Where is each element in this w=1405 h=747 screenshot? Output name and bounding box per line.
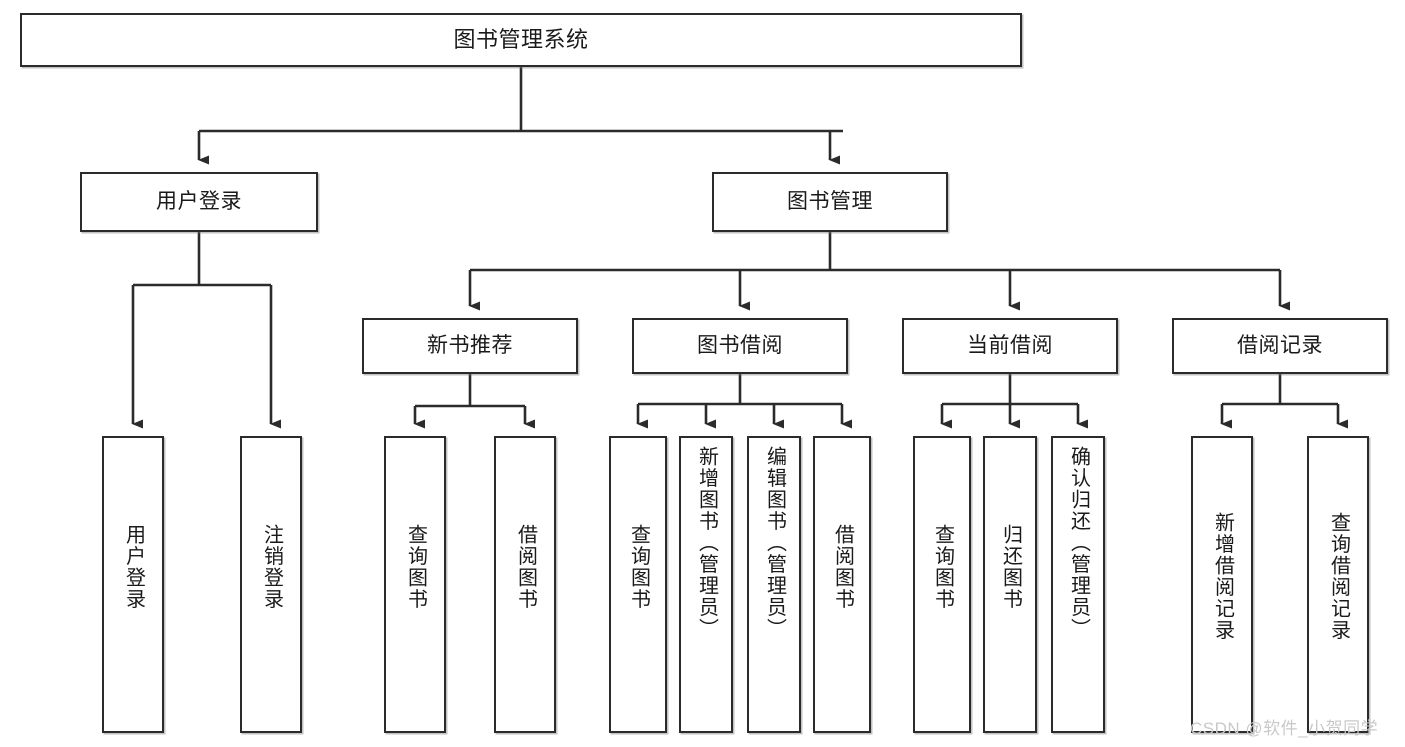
node-borrow-record[interactable]: 借阅记录: [1172, 318, 1388, 374]
leaf-borrow-edit-book-admin[interactable]: 编辑图书（管理员）: [747, 436, 801, 733]
node-new-book-recommend[interactable]: 新书推荐: [362, 318, 578, 374]
leaf-label: 查询图书: [931, 524, 954, 610]
node-label: 用户登录: [156, 190, 242, 214]
node-label: 图书借阅: [697, 334, 783, 358]
leaf-label: 查询图书: [404, 524, 427, 610]
leaf-recommend-borrow-book[interactable]: 借阅图书: [494, 436, 556, 733]
watermark: CSDN @软件_小贺同学: [1190, 719, 1379, 738]
leaf-label: 借阅图书: [831, 524, 854, 610]
leaf-label: 新增图书（管理员）: [695, 446, 718, 640]
leaf-borrow-add-book-admin[interactable]: 新增图书（管理员）: [679, 436, 733, 733]
node-user-login[interactable]: 用户登录: [80, 172, 318, 232]
leaf-label: 借阅图书: [514, 524, 537, 610]
leaf-label: 新增借阅记录: [1211, 512, 1234, 641]
leaf-record-add-record[interactable]: 新增借阅记录: [1191, 436, 1253, 733]
leaf-label: 确认归还（管理员）: [1067, 446, 1090, 640]
leaf-label: 编辑图书（管理员）: [763, 446, 786, 640]
leaf-record-query-record[interactable]: 查询借阅记录: [1307, 436, 1369, 733]
node-label: 图书管理: [787, 190, 873, 214]
leaf-borrow-query-book[interactable]: 查询图书: [609, 436, 667, 733]
leaf-current-return-book[interactable]: 归还图书: [983, 436, 1037, 733]
leaf-current-confirm-return-admin[interactable]: 确认归还（管理员）: [1051, 436, 1105, 733]
node-book-management[interactable]: 图书管理: [712, 172, 948, 232]
node-current-borrow[interactable]: 当前借阅: [902, 318, 1118, 374]
node-label: 当前借阅: [967, 334, 1053, 358]
leaf-user-login-logout[interactable]: 注销登录: [240, 436, 302, 733]
leaf-label: 用户登录: [122, 524, 145, 610]
node-book-borrow[interactable]: 图书借阅: [632, 318, 848, 374]
leaf-label: 归还图书: [999, 524, 1022, 610]
leaf-current-query-book[interactable]: 查询图书: [913, 436, 971, 733]
node-root-system[interactable]: 图书管理系统: [20, 13, 1022, 67]
leaf-recommend-query-book[interactable]: 查询图书: [384, 436, 446, 733]
leaf-label: 查询借阅记录: [1327, 512, 1350, 641]
leaf-user-login-login[interactable]: 用户登录: [102, 436, 164, 733]
leaf-label: 查询图书: [627, 524, 650, 610]
leaf-label: 注销登录: [260, 524, 283, 610]
node-label: 借阅记录: [1237, 334, 1323, 358]
node-label: 图书管理系统: [453, 26, 589, 52]
node-label: 新书推荐: [427, 334, 513, 358]
leaf-borrow-borrow-book[interactable]: 借阅图书: [813, 436, 871, 733]
